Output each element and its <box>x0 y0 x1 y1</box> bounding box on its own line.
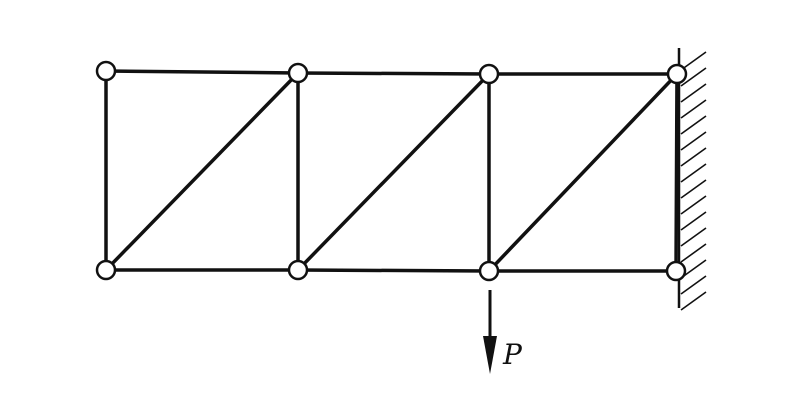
joint-bottom-2 <box>287 259 309 281</box>
joint-top-2 <box>287 62 309 84</box>
joint-top-1 <box>95 60 117 82</box>
joint-top-3 <box>478 63 500 85</box>
truss-members <box>104 69 679 273</box>
hatch-line <box>680 227 707 247</box>
hatch-line <box>680 275 707 295</box>
bottom-chord-2 <box>296 268 491 273</box>
truss-joints <box>95 60 688 282</box>
top-chord-2 <box>296 71 491 76</box>
hatch-line <box>680 163 707 183</box>
hatch-line <box>680 99 707 119</box>
point-load: P <box>483 290 523 374</box>
diagonal-3 <box>487 72 679 273</box>
load-label: P <box>502 338 523 371</box>
hatch-line <box>680 131 707 151</box>
hatch-line <box>680 291 707 311</box>
hatch-line <box>680 83 707 103</box>
diagonal-2 <box>296 72 491 272</box>
hatch-line <box>680 67 707 87</box>
joint-bottom-1 <box>95 259 117 281</box>
hatch-line <box>680 211 707 231</box>
joint-bottom-3 <box>478 260 500 282</box>
hatch-line <box>680 243 707 263</box>
load-arrow-head <box>483 336 497 374</box>
hatch-line <box>680 147 707 167</box>
vertical-4 <box>674 72 679 273</box>
hatch-line <box>680 195 707 215</box>
hatch-line <box>680 115 707 135</box>
joint-top-4 <box>666 63 688 85</box>
diagonal-1 <box>104 71 300 272</box>
wall-hatching <box>680 51 707 311</box>
hatch-line <box>680 179 707 199</box>
hatch-line <box>680 51 707 71</box>
top-chord-1 <box>104 69 300 75</box>
joint-bottom-4 <box>665 260 687 282</box>
